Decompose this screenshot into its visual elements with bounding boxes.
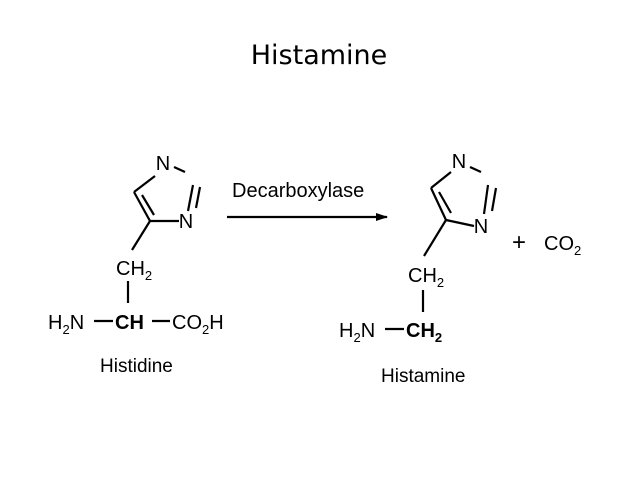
histamine-structure — [385, 165, 498, 331]
histidine-alpha-carbon-label: CH — [115, 312, 144, 334]
histidine-carboxyl-label: CO2H — [172, 312, 224, 337]
enzyme-label: Decarboxylase — [232, 180, 364, 202]
histidine-ring-double-bond — [194, 186, 202, 209]
histidine-ring-double-bond — [141, 194, 155, 216]
histamine-ring-bond — [430, 187, 447, 221]
histidine-name-label: Histidine — [100, 356, 173, 377]
histidine-ring-bond — [173, 165, 186, 174]
histamine-ring-bond — [430, 171, 452, 189]
co2-label: CO2 — [544, 233, 581, 258]
histidine-side-bond — [131, 220, 151, 251]
histamine-ring-double-bond — [490, 187, 498, 212]
histidine-ring-n-bottom: N — [179, 211, 193, 233]
plus-sign: + — [512, 229, 526, 256]
histamine-ring-bond — [445, 218, 475, 228]
histamine-ring-bond — [469, 165, 482, 174]
histidine-amine-label: H2N — [48, 312, 84, 337]
histidine-structure — [94, 165, 202, 323]
histidine-ring-bond — [133, 175, 156, 193]
histamine-ring-bond — [482, 184, 490, 215]
histamine-side-bond — [423, 219, 447, 257]
histamine-ring-double-bond — [438, 191, 452, 214]
histamine-terminal-ch2-label: CH2 — [406, 320, 442, 345]
histidine-ring-bond — [133, 191, 151, 222]
histamine-ring-n-bottom: N — [474, 216, 488, 238]
histidine-ring-bond — [186, 184, 195, 212]
histamine-name-label: Histamine — [381, 366, 465, 387]
histamine-ring-n-top: N — [452, 151, 466, 173]
histamine-amine-label: H2N — [339, 320, 375, 345]
histidine-ring-n-top: N — [156, 153, 170, 175]
histamine-ch2-label: CH2 — [408, 265, 444, 290]
histidine-ch2-label: CH2 — [116, 258, 152, 283]
slide-title: Histamine — [250, 40, 388, 71]
